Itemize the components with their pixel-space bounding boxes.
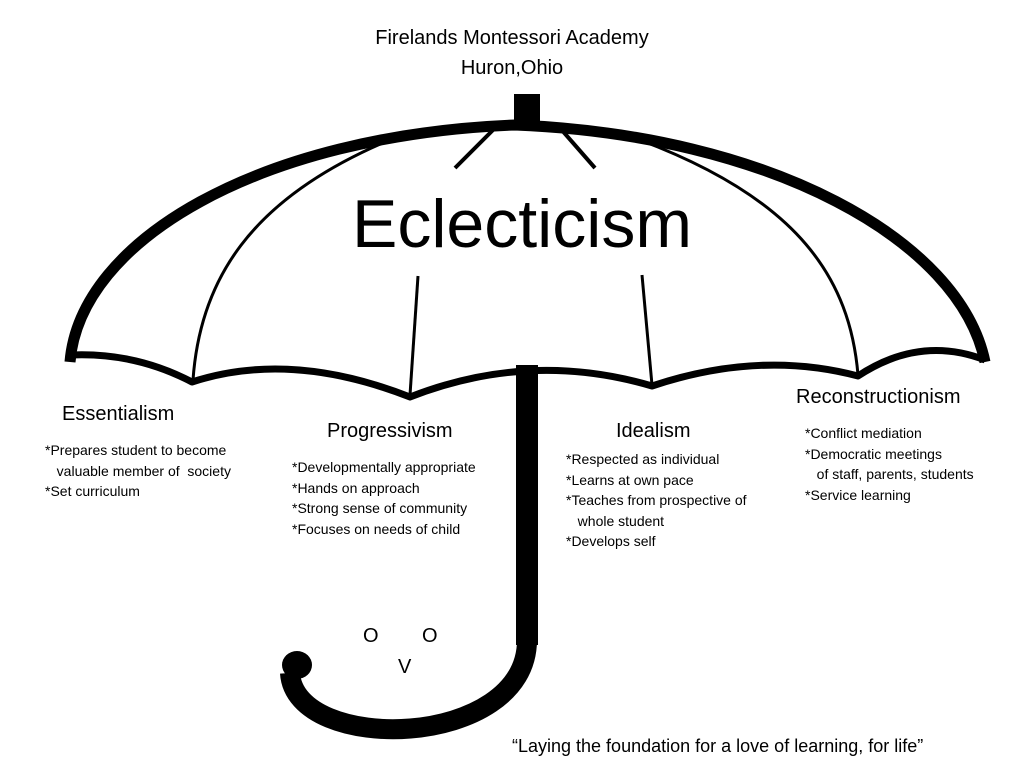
list-item: valuable member of society [45,462,231,479]
school-location: Huron,Ohio [460,57,564,79]
motto-quote: “Laying the foundation for a love of lea… [512,736,924,756]
list-item: *Teaches from prospective of [566,492,747,508]
philosophy-points-essentialism: *Prepares student to become valuable mem… [45,440,231,502]
philosophy-heading-essentialism: Essentialism [62,403,175,425]
umbrella-shaft [516,365,538,645]
canopy-rib-inner-left [408,275,420,396]
philosophy-heading-idealism: Idealism [616,420,691,442]
canopy-spoke-left [453,126,497,170]
face-right-eye: O [422,625,438,647]
list-item: *Focuses on needs of child [292,520,461,537]
umbrella-hook-handle [280,639,537,740]
umbrella-hook-end [282,651,312,679]
list-item: *Democratic meetings [805,445,942,462]
list-item: *Develops self [566,533,656,549]
face-mouth: V [398,656,412,678]
list-item: *Prepares student to become [45,442,227,458]
canopy-rib-left [191,140,386,381]
list-item: *Hands on approach [292,479,420,496]
philosophy-heading-reconstructionism: Reconstructionism [796,386,961,408]
philosophy-heading-progressivism: Progressivism [327,420,453,442]
list-item: of staff, parents, students [805,466,974,482]
umbrella-tip [514,94,540,126]
canopy-spoke-right [558,126,597,170]
list-item: *Conflict mediation [805,425,922,441]
canopy-rib-right [639,138,860,376]
main-title: Eclecticism [351,186,693,262]
list-item: *Service learning [805,486,911,503]
list-item: whole student [566,512,665,529]
list-item: *Learns at own pace [566,471,694,488]
list-item: *Developmentally appropriate [292,459,476,475]
list-item: *Strong sense of community [292,500,468,516]
philosophy-points-progressivism: *Developmentally appropriate *Hands on a… [292,457,476,539]
face-left-eye: O [363,625,379,647]
philosophy-points-reconstructionism: *Conflict mediation *Democratic meetings… [805,423,974,505]
list-item: *Set curriculum [45,483,140,499]
philosophy-points-idealism: *Respected as individual *Learns at own … [566,449,747,552]
school-name: Firelands Montessori Academy [375,27,649,49]
canopy-rib-inner-right [640,274,654,386]
list-item: *Respected as individual [566,451,720,467]
